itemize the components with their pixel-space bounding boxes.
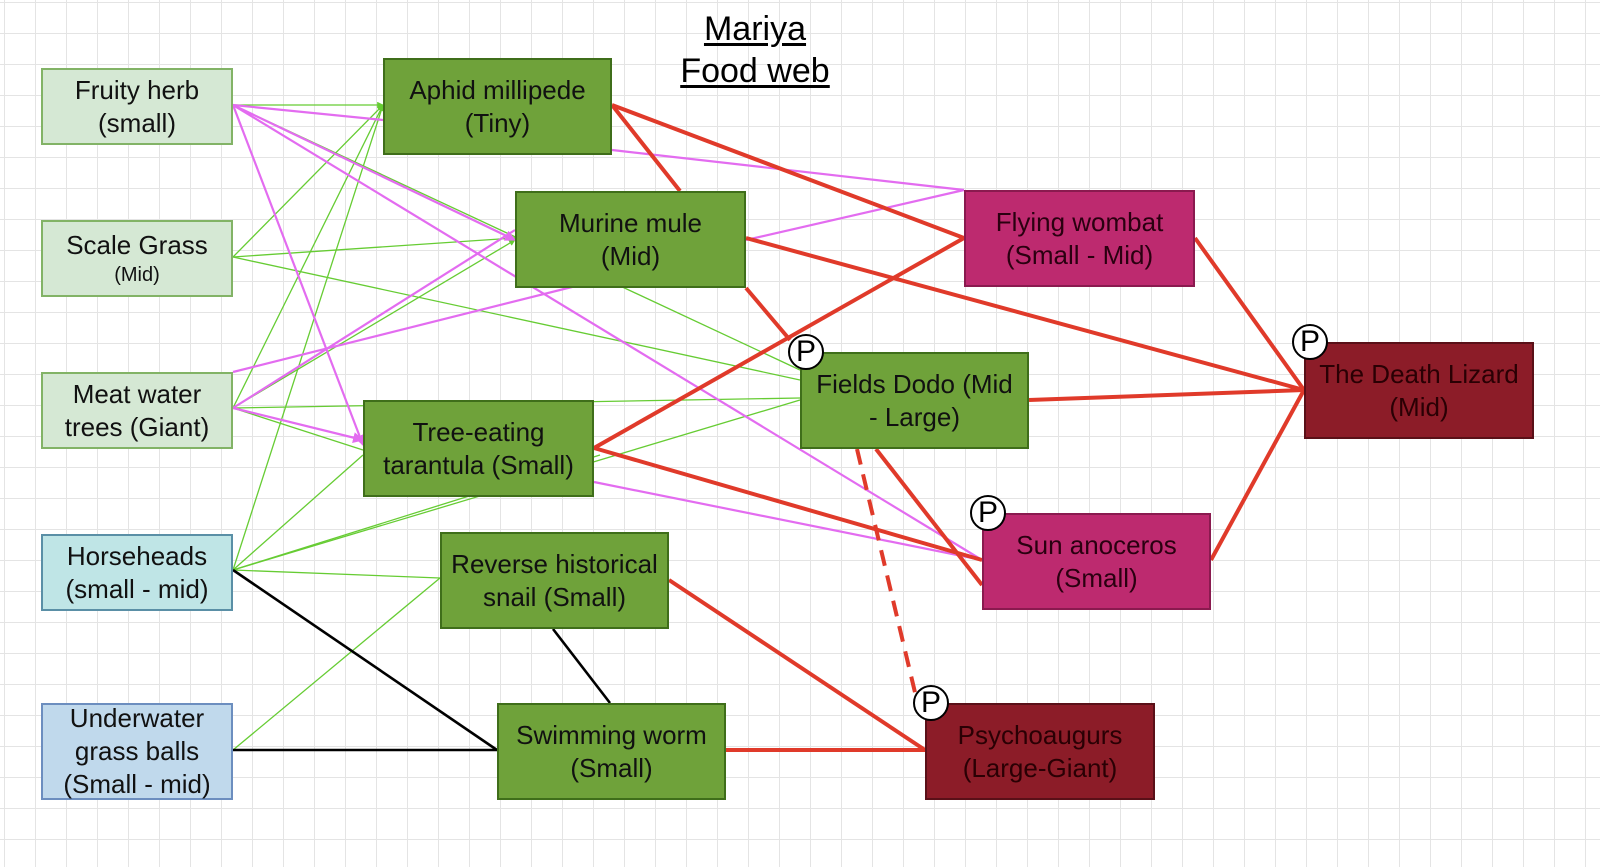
node-label-line: Aphid millipede — [409, 74, 586, 105]
predator-badge-psychoaugurs: P — [913, 685, 949, 721]
node-label-line: Meat water — [72, 378, 202, 409]
diagram-title: Mariya Food web — [640, 8, 870, 92]
node-label-line: Murine mule — [558, 207, 703, 238]
node-label-line: Swimming worm — [516, 719, 707, 750]
node-fields-dodo[interactable]: Fields Dodo (Mid - Large) — [800, 352, 1029, 449]
node-label-line: Tree-eating — [412, 416, 545, 447]
node-label-line: (Mid) — [600, 240, 661, 271]
food-web-link-35 — [874, 447, 984, 587]
food-web-link-7 — [232, 239, 516, 409]
node-label-line: The Death Lizard — [1319, 358, 1519, 389]
node-label-line: (Mid) — [1389, 391, 1449, 422]
node-reverse-historical-snail[interactable]: Reverse historical snail (Small) — [440, 532, 669, 629]
node-label-line: (Large-Giant) — [962, 752, 1118, 783]
node-label-line: Fruity herb — [74, 74, 200, 105]
node-label-line: Psychoaugurs — [957, 719, 1123, 750]
food-web-link-21 — [232, 229, 516, 409]
node-label-line: - Large) — [868, 401, 961, 432]
node-label-line: (Mid) — [114, 264, 160, 286]
node-label-line: (Small) — [570, 752, 653, 783]
node-tree-eating-tarantula[interactable]: Tree-eating tarantula (Small) — [363, 400, 594, 497]
food-web-link-41 — [551, 628, 612, 704]
food-web-link-31 — [593, 446, 983, 562]
food-web-link-9 — [232, 407, 364, 451]
node-label-line: Reverse historical — [451, 548, 658, 579]
predator-badge-sun-anoceros: P — [970, 495, 1006, 531]
node-label-line: (small) — [98, 107, 176, 138]
node-label-line: (Small - mid) — [63, 769, 211, 799]
food-web-link-19 — [232, 104, 516, 241]
node-the-death-lizard[interactable]: The Death Lizard (Mid) — [1304, 342, 1534, 439]
food-web-link-10 — [232, 104, 385, 571]
food-web-link-26 — [610, 103, 682, 193]
node-label-line: grass balls — [74, 736, 200, 766]
title-line-1: Mariya — [703, 10, 807, 48]
node-label-line: Scale Grass — [66, 230, 208, 260]
food-web-link-24 — [745, 188, 965, 242]
node-label-line: Sun anoceros — [1016, 529, 1177, 560]
food-web-link-39 — [232, 568, 498, 752]
food-web-link-33 — [1193, 236, 1306, 392]
food-web-link-38 — [855, 448, 920, 706]
food-web-link-3 — [232, 104, 384, 258]
node-label-line: (Tiny) — [464, 107, 531, 138]
node-label-line: trees (Giant) — [64, 411, 210, 442]
food-web-link-29 — [744, 286, 792, 342]
food-web-link-17 — [231, 104, 365, 447]
food-web-link-16 — [232, 103, 384, 122]
node-label-line: (Small) — [1055, 562, 1138, 593]
food-web-link-15 — [232, 577, 441, 751]
food-web-link-36 — [667, 578, 927, 752]
food-web-link-22 — [232, 406, 365, 443]
node-label-line: (Small - Mid) — [1005, 239, 1154, 270]
food-web-link-11 — [232, 454, 364, 571]
node-aphid-millipede[interactable]: Aphid millipede (Tiny) — [383, 58, 612, 155]
food-web-link-4 — [232, 235, 516, 258]
node-sun-anoceros[interactable]: Sun anoceros (Small) — [982, 513, 1211, 610]
node-label-line: Horseheads — [66, 540, 208, 571]
food-web-link-6 — [232, 104, 384, 409]
node-murine-mule[interactable]: Murine mule (Mid) — [515, 191, 746, 288]
node-horseheads[interactable]: Horseheads (small - mid) — [41, 534, 233, 611]
food-web-link-32 — [1028, 388, 1305, 402]
node-label-line: tarantula (Small) — [383, 449, 574, 480]
title-line-2: Food web — [680, 52, 830, 90]
node-label-line: Underwater — [69, 703, 205, 733]
node-label-line: (small - mid) — [65, 573, 209, 604]
node-psychoaugurs[interactable]: Psychoaugurs (Large-Giant) — [925, 703, 1155, 800]
food-web-link-28 — [745, 236, 1305, 392]
node-label-line: Flying wombat — [995, 206, 1164, 237]
node-fruity-herb[interactable]: Fruity herb (small) — [41, 68, 233, 145]
food-web-link-30 — [593, 236, 965, 450]
food-web-link-20 — [232, 283, 581, 374]
node-swimming-worm[interactable]: Swimming worm (Small) — [497, 703, 726, 800]
node-scale-grass[interactable]: Scale Grass (Mid) — [41, 220, 233, 297]
node-label-line: Fields Dodo (Mid — [816, 368, 1013, 399]
food-web-link-34 — [1209, 389, 1306, 561]
node-underwater-grass-balls[interactable]: Underwater grass balls (Small - mid) — [41, 703, 233, 800]
food-web-link-25 — [593, 480, 983, 562]
food-web-link-27 — [611, 103, 965, 240]
food-web-link-12 — [232, 569, 441, 579]
predator-badge-fields-dodo: P — [788, 334, 824, 370]
node-flying-wombat[interactable]: Flying wombat (Small - Mid) — [964, 190, 1195, 287]
food-web-link-18 — [232, 104, 983, 561]
predator-badge-death-lizard: P — [1292, 324, 1328, 360]
node-meat-water-trees[interactable]: Meat water trees (Giant) — [41, 372, 233, 449]
node-label-line: snail (Small) — [482, 581, 627, 612]
